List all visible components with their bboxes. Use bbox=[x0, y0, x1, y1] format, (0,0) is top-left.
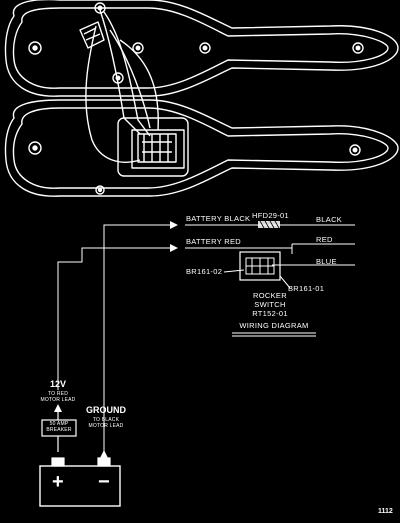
12v-arrow bbox=[170, 244, 178, 252]
ground-wire bbox=[103, 224, 172, 466]
page-number: 1112 bbox=[378, 508, 393, 515]
upper-housing-outline bbox=[4, 0, 399, 97]
rocker-switch-schematic bbox=[239, 251, 281, 281]
lower-housing-inner bbox=[12, 107, 389, 189]
12v-wire bbox=[57, 247, 172, 390]
label-red: RED bbox=[316, 235, 333, 244]
label-to-red-2: MOTOR LEAD bbox=[40, 397, 76, 403]
lower-screw-boss-3 bbox=[95, 185, 105, 195]
label-breaker-1: 50 AMP bbox=[49, 421, 69, 427]
label-to-black-1: TO BLACK bbox=[92, 417, 120, 423]
br161-01-leader bbox=[279, 275, 291, 289]
label-12v: 12V bbox=[49, 379, 66, 389]
12v-up-arrow bbox=[54, 404, 62, 412]
upper-screw-boss-2 bbox=[94, 2, 106, 14]
label-to-black-2: MOTOR LEAD bbox=[88, 423, 124, 429]
label-blue: BLUE bbox=[316, 257, 337, 266]
label-rt152: RT152-01 bbox=[252, 309, 288, 318]
wire-harness-2 bbox=[103, 11, 151, 137]
wire-harness-5 bbox=[109, 29, 151, 129]
lower-screw-boss-1 bbox=[28, 141, 42, 155]
upper-screw-boss-1 bbox=[28, 41, 42, 55]
label-wiring-diagram: WIRING DIAGRAM bbox=[239, 321, 309, 330]
lower-housing-outline bbox=[4, 99, 399, 197]
wire-harness-4 bbox=[119, 39, 159, 131]
label-to-red-1: TO RED bbox=[48, 391, 68, 397]
wire-harness-3 bbox=[85, 25, 141, 163]
lower-screw-boss-2 bbox=[349, 144, 361, 156]
battery-terminal-neg bbox=[97, 457, 111, 467]
switch-recess bbox=[117, 117, 189, 177]
upper-screw-boss-3 bbox=[132, 42, 144, 54]
label-switch: SWITCH bbox=[254, 300, 286, 309]
label-plus: + bbox=[52, 471, 64, 493]
breaker-box bbox=[41, 419, 77, 437]
fuse-hfd29 bbox=[258, 221, 280, 228]
wire-harness-1 bbox=[99, 9, 141, 135]
upper-screw-boss-5 bbox=[352, 42, 364, 54]
label-minus: − bbox=[98, 471, 110, 493]
label-battery-red: BATTERY RED bbox=[186, 237, 241, 246]
battery-terminal-pos bbox=[51, 457, 65, 467]
upper-screw-boss-4 bbox=[199, 42, 211, 54]
label-rocker: ROCKER bbox=[253, 291, 287, 300]
ground-up-arrow bbox=[100, 450, 108, 458]
label-br161-02: BR161-02 bbox=[186, 267, 223, 276]
label-hfd29: HFD29-01 bbox=[252, 211, 289, 220]
upper-housing-inner bbox=[12, 7, 389, 89]
label-ground: GROUND bbox=[86, 405, 126, 415]
label-breaker-2: BREAKER bbox=[46, 427, 72, 433]
label-battery-black: BATTERY BLACK bbox=[186, 214, 251, 223]
label-br161-01: BR161-01 bbox=[288, 284, 325, 293]
ground-arrow bbox=[170, 221, 178, 229]
rocker-switch-mounted bbox=[137, 133, 177, 163]
br161-02-leader bbox=[223, 269, 245, 273]
battery-body bbox=[39, 465, 121, 507]
label-black: BLACK bbox=[316, 215, 343, 224]
